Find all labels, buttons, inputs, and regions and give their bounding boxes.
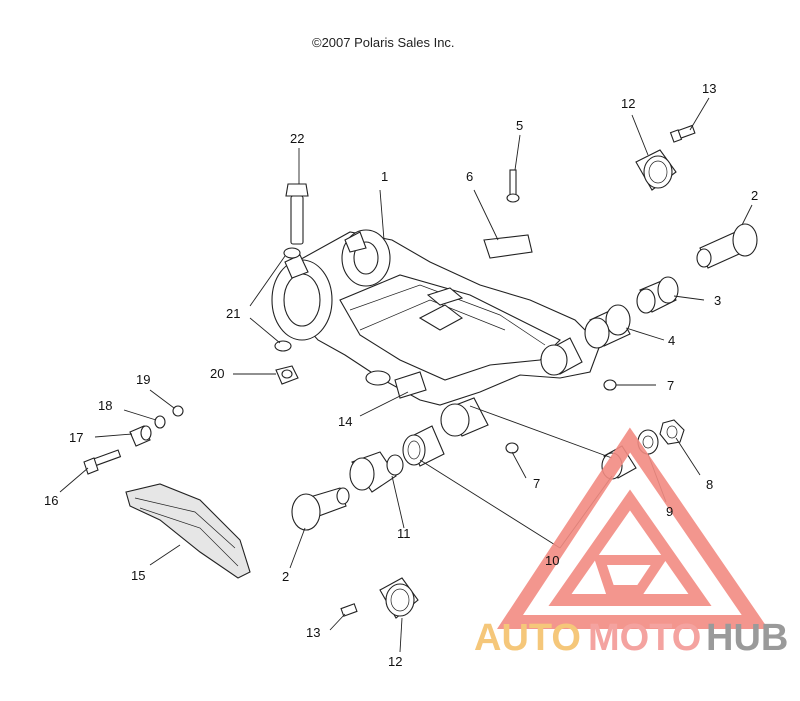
washer-21-bottom <box>274 340 292 352</box>
axle-2-upper <box>696 223 758 269</box>
bushing-3 <box>636 276 679 314</box>
callout-7-left: 7 <box>533 476 540 491</box>
callout-1: 1 <box>381 169 388 184</box>
bearing-left <box>402 425 445 467</box>
washer-21-top <box>283 247 301 259</box>
fitting-7-left <box>505 442 519 454</box>
callout-18: 18 <box>98 398 112 413</box>
pivot-tube-left <box>440 397 489 437</box>
slider-15 <box>125 483 251 579</box>
callout-22: 22 <box>290 131 304 146</box>
plate-6 <box>483 234 533 259</box>
callout-2-upper: 2 <box>751 188 758 203</box>
callout-13-lower: 13 <box>306 625 320 640</box>
callout-20: 20 <box>210 366 224 381</box>
svg-text:AUTO: AUTO <box>474 617 581 659</box>
callouts: 1 2 2 3 4 5 6 7 7 8 9 10 11 12 12 13 13 … <box>44 81 758 669</box>
callout-8: 8 <box>706 477 713 492</box>
callout-4: 4 <box>668 333 675 348</box>
nut-19 <box>172 405 184 417</box>
fitting-7-right <box>603 379 617 391</box>
copyright-text: ©2007 Polaris Sales Inc. <box>312 35 455 50</box>
callout-7-right: 7 <box>667 378 674 393</box>
callout-5: 5 <box>516 118 523 133</box>
svg-text:HUB: HUB <box>706 617 788 659</box>
bolt-13-lower <box>340 603 358 617</box>
bushing-11 <box>349 451 404 493</box>
nut-8 <box>659 419 685 445</box>
watermark-logo <box>497 427 769 629</box>
spacer-17 <box>129 425 152 447</box>
sleeve-4 <box>584 304 631 349</box>
callout-12-lower: 12 <box>388 654 402 669</box>
callout-10: 10 <box>545 553 559 568</box>
callout-9: 9 <box>666 504 673 519</box>
leader-lines <box>59 97 753 653</box>
callout-16: 16 <box>44 493 58 508</box>
callout-3: 3 <box>714 293 721 308</box>
washer-18 <box>154 415 166 429</box>
callout-6: 6 <box>466 169 473 184</box>
callout-2-lower: 2 <box>282 569 289 584</box>
rivet-5 <box>506 169 520 203</box>
nut-20 <box>275 365 299 385</box>
watermark-text: AUTO MOTO HUB <box>474 617 788 659</box>
callout-15: 15 <box>131 568 145 583</box>
callout-21: 21 <box>226 306 240 321</box>
callout-12-upper: 12 <box>621 96 635 111</box>
svg-text:MOTO: MOTO <box>588 617 701 659</box>
swingarm-body <box>271 229 601 406</box>
flange-12-upper <box>635 149 677 191</box>
bolt-22 <box>285 183 309 245</box>
bolt-16 <box>83 449 122 475</box>
callout-11: 11 <box>397 526 411 541</box>
callout-14: 14 <box>338 414 352 429</box>
flange-12-lower <box>379 577 419 619</box>
callout-17: 17 <box>69 430 83 445</box>
axle-2-lower <box>291 487 350 531</box>
callout-19: 19 <box>136 372 150 387</box>
pivot-tube-right <box>540 337 583 376</box>
callout-13-upper: 13 <box>702 81 716 96</box>
